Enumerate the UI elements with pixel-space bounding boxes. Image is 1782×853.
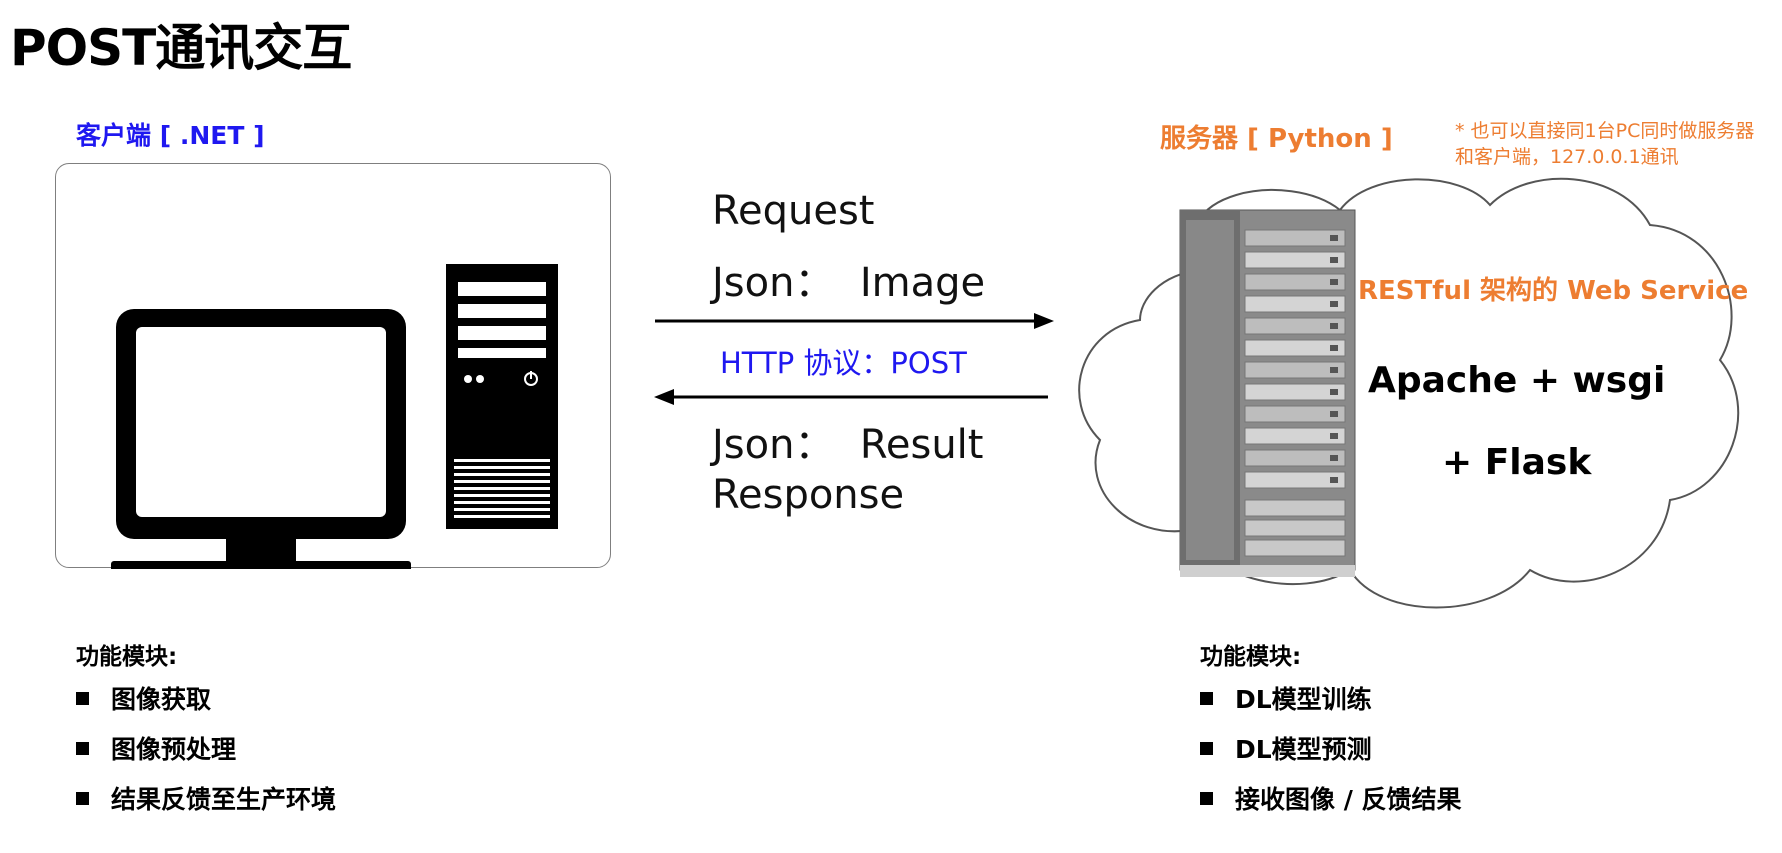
rack-drive <box>1244 519 1346 537</box>
server-note: * 也可以直接同1台PC同时做服务器和客户端，127.0.0.1通讯 <box>1455 120 1755 168</box>
client-box <box>55 163 611 579</box>
rack-unit <box>1244 383 1346 401</box>
client-modules-title: 功能模块: <box>76 644 178 670</box>
bullet-icon <box>1200 742 1213 755</box>
rack-led <box>1330 411 1338 417</box>
server-label: 服务器 [ Python ] <box>1160 124 1393 154</box>
exchange-arrows <box>654 313 1054 405</box>
bullet-icon <box>76 742 89 755</box>
server-modules-title: 功能模块: <box>1200 644 1302 670</box>
bullet-icon <box>76 692 89 705</box>
stack-flask-label: + Flask <box>1442 442 1592 483</box>
rack-led <box>1330 257 1338 263</box>
rack-unit <box>1244 295 1346 313</box>
rack-unit <box>1244 229 1346 247</box>
stack-apache-label: Apache + wsgi <box>1368 360 1666 401</box>
computer-icon <box>111 264 558 579</box>
bullet-icon <box>1200 792 1213 805</box>
rack-unit <box>1244 427 1346 445</box>
rest-label: RESTful 架构的 Web Service <box>1358 276 1749 306</box>
server-module-list: DL模型训练 DL模型预测 接收图像 / 反馈结果 <box>1200 675 1462 825</box>
rack-unit <box>1244 317 1346 335</box>
rack-unit <box>1244 273 1346 291</box>
rack-led <box>1330 455 1338 461</box>
protocol-label: HTTP 协议：POST <box>720 346 967 380</box>
list-item: DL模型训练 <box>1200 675 1462 725</box>
rack-led <box>1330 367 1338 373</box>
request-label: Request <box>712 188 875 234</box>
request-json-label: Json： Image <box>712 260 986 306</box>
rack-led <box>1330 345 1338 351</box>
list-item: DL模型预测 <box>1200 725 1462 775</box>
rack-drive <box>1244 499 1346 517</box>
rack-led <box>1330 389 1338 395</box>
client-module-list: 图像获取 图像预处理 结果反馈至生产环境 <box>76 675 336 825</box>
rack-unit <box>1244 471 1346 489</box>
rack-led <box>1330 323 1338 329</box>
list-item: 图像预处理 <box>76 725 336 775</box>
rack-unit <box>1244 251 1346 269</box>
bullet-icon <box>76 792 89 805</box>
response-label: Response <box>712 472 905 518</box>
rack-unit <box>1244 405 1346 423</box>
server-units <box>1244 229 1346 557</box>
rack-led <box>1330 301 1338 307</box>
rack-led <box>1330 279 1338 285</box>
rack-unit <box>1244 449 1346 467</box>
rack-led <box>1330 235 1338 241</box>
list-item: 图像获取 <box>76 675 336 725</box>
rack-unit <box>1244 339 1346 357</box>
rack-led <box>1330 433 1338 439</box>
page-title: POST通讯交互 <box>10 19 352 77</box>
response-json-label: Json： Result <box>712 422 984 468</box>
list-item: 结果反馈至生产环境 <box>76 775 336 825</box>
bullet-icon <box>1200 692 1213 705</box>
rack-drive <box>1244 539 1346 557</box>
client-label: 客户端 [ .NET ] <box>76 121 265 150</box>
rack-unit <box>1244 361 1346 379</box>
list-item: 接收图像 / 反馈结果 <box>1200 775 1462 825</box>
rack-led <box>1330 477 1338 483</box>
cloud-shape <box>1078 177 1740 609</box>
